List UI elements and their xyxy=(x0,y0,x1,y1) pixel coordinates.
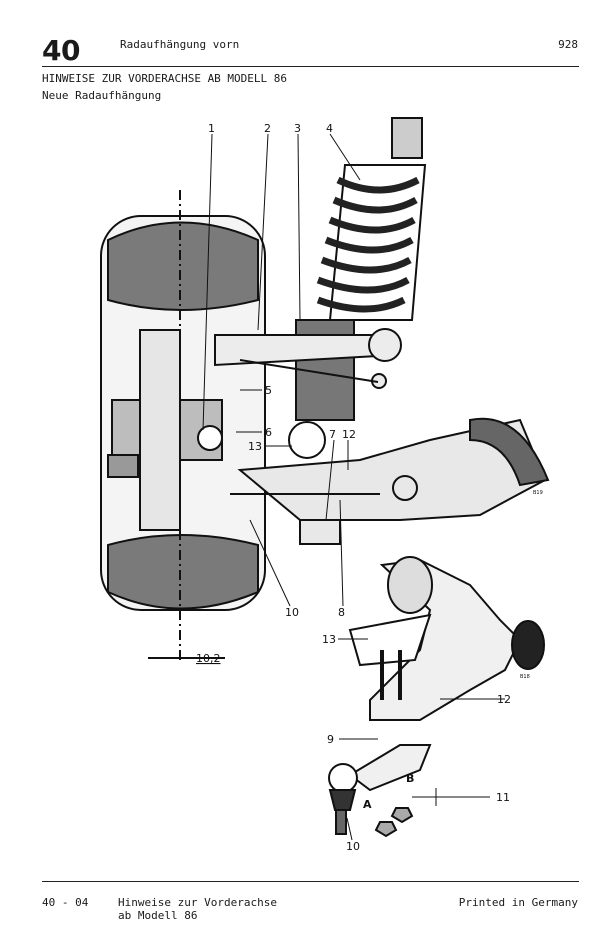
footer-rule xyxy=(42,881,579,882)
callout-12-detail: 12 xyxy=(497,693,511,706)
callout-6: 6 xyxy=(265,426,272,439)
callout-8: 8 xyxy=(338,606,345,619)
callout-3: 3 xyxy=(294,122,301,135)
dimension-label: 10,2 xyxy=(196,652,221,665)
leader-lines xyxy=(202,133,505,841)
callout-12-main: 12 xyxy=(342,428,356,441)
header-rule xyxy=(42,66,579,67)
footer-printed: Printed in Germany xyxy=(458,896,578,909)
lower-arm-drawing xyxy=(230,417,550,545)
callout-2: 2 xyxy=(264,122,271,135)
section-subtitle: Neue Radaufhängung xyxy=(42,89,162,102)
callout-13-detail: 13 xyxy=(322,633,336,646)
callout-9: 9 xyxy=(327,733,334,746)
chapter-number: 40 xyxy=(42,34,80,67)
callout-1: 1 xyxy=(208,122,215,135)
callout-11: 11 xyxy=(496,791,510,804)
section-title: HINWEISE ZUR VORDERACHSE AB MODELL 86 xyxy=(42,72,288,85)
callout-A: A xyxy=(363,798,372,811)
footer-title-line1: Hinweise zur Vorderachse xyxy=(118,896,277,909)
callout-10-main: 10 xyxy=(285,606,299,619)
image-code-b19: B19 xyxy=(533,490,543,496)
callout-10-detail: 10 xyxy=(346,840,360,853)
model-code: 928 xyxy=(558,38,578,51)
callout-13-main: 13 xyxy=(248,440,262,453)
footer-title-line2: ab Modell 86 xyxy=(118,909,198,922)
image-code-b18: B18 xyxy=(520,674,530,680)
callout-7: 7 xyxy=(329,428,336,441)
footer-page-number: 40 - 04 xyxy=(42,896,89,909)
callout-5: 5 xyxy=(265,384,272,397)
callout-B: B xyxy=(406,772,414,785)
chapter-title: Radaufhängung vorn xyxy=(120,38,240,51)
spring-strut-drawing xyxy=(295,117,427,421)
upper-arm-drawing xyxy=(214,328,402,389)
footer-title: Hinweise zur Vorderachse ab Modell 86 xyxy=(118,896,277,922)
detail-drawing xyxy=(328,556,545,838)
callout-4: 4 xyxy=(326,122,333,135)
